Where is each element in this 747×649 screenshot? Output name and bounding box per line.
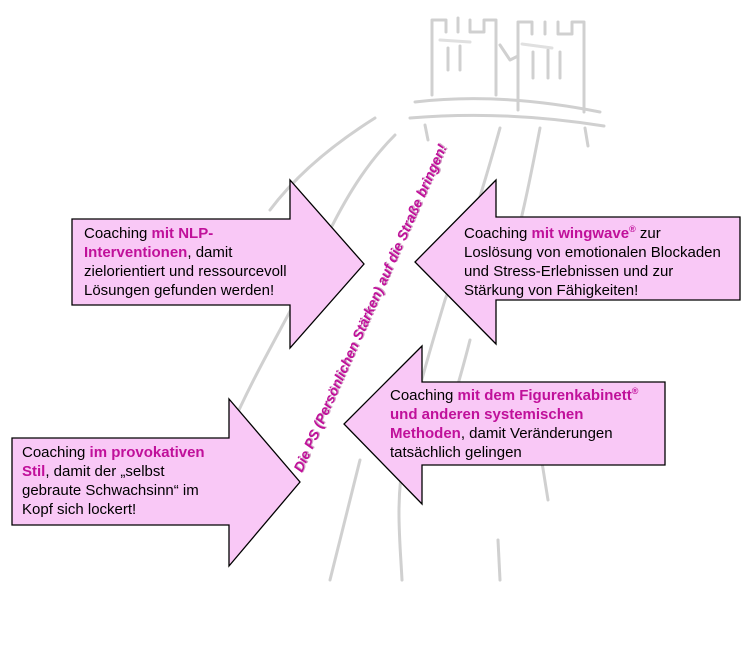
arrow-provokativ [11, 397, 301, 568]
figuren-highlight-1: mit dem Figurenkabinett [457, 387, 632, 404]
provokativ-highlight: im provokativen Stil [22, 444, 205, 480]
figuren-post: , damit Veränderungen tatsächlich geling… [390, 425, 613, 461]
wingwave-post: zur Loslösung von emotionalen Blockaden … [464, 225, 721, 299]
wingwave-reg-mark: ® [629, 224, 636, 234]
wingwave-pre: Coaching [464, 225, 532, 242]
wingwave-text: Coaching mit wingwave® zur Loslösung von… [464, 224, 729, 300]
figuren-reg-mark: ® [631, 386, 639, 396]
wingwave-highlight: mit wingwave [531, 225, 630, 242]
provokativ-pre: Coaching [22, 444, 90, 461]
nlp-text: Coaching mit NLP-Interventionen, damit z… [84, 224, 304, 300]
arrow-wingwave [414, 178, 741, 346]
provokativ-text: Coaching im provokativen Stil, damit der… [22, 443, 227, 519]
figuren-text: Coaching mit dem Figurenkabinett® und an… [390, 386, 660, 462]
nlp-highlight: mit NLP-Interventionen [84, 225, 214, 261]
nlp-pre: Coaching [84, 225, 152, 242]
arrow-figurenkabinett [343, 344, 666, 506]
provokativ-post: , damit der „selbst gebraute Schwachsinn… [22, 463, 199, 518]
figuren-pre: Coaching [390, 387, 458, 404]
figuren-highlight-2: und anderen systemischen Methoden [390, 406, 584, 442]
nlp-post: , damit zielorientiert und ressourcevoll… [84, 244, 287, 299]
arrow-nlp [71, 178, 365, 350]
